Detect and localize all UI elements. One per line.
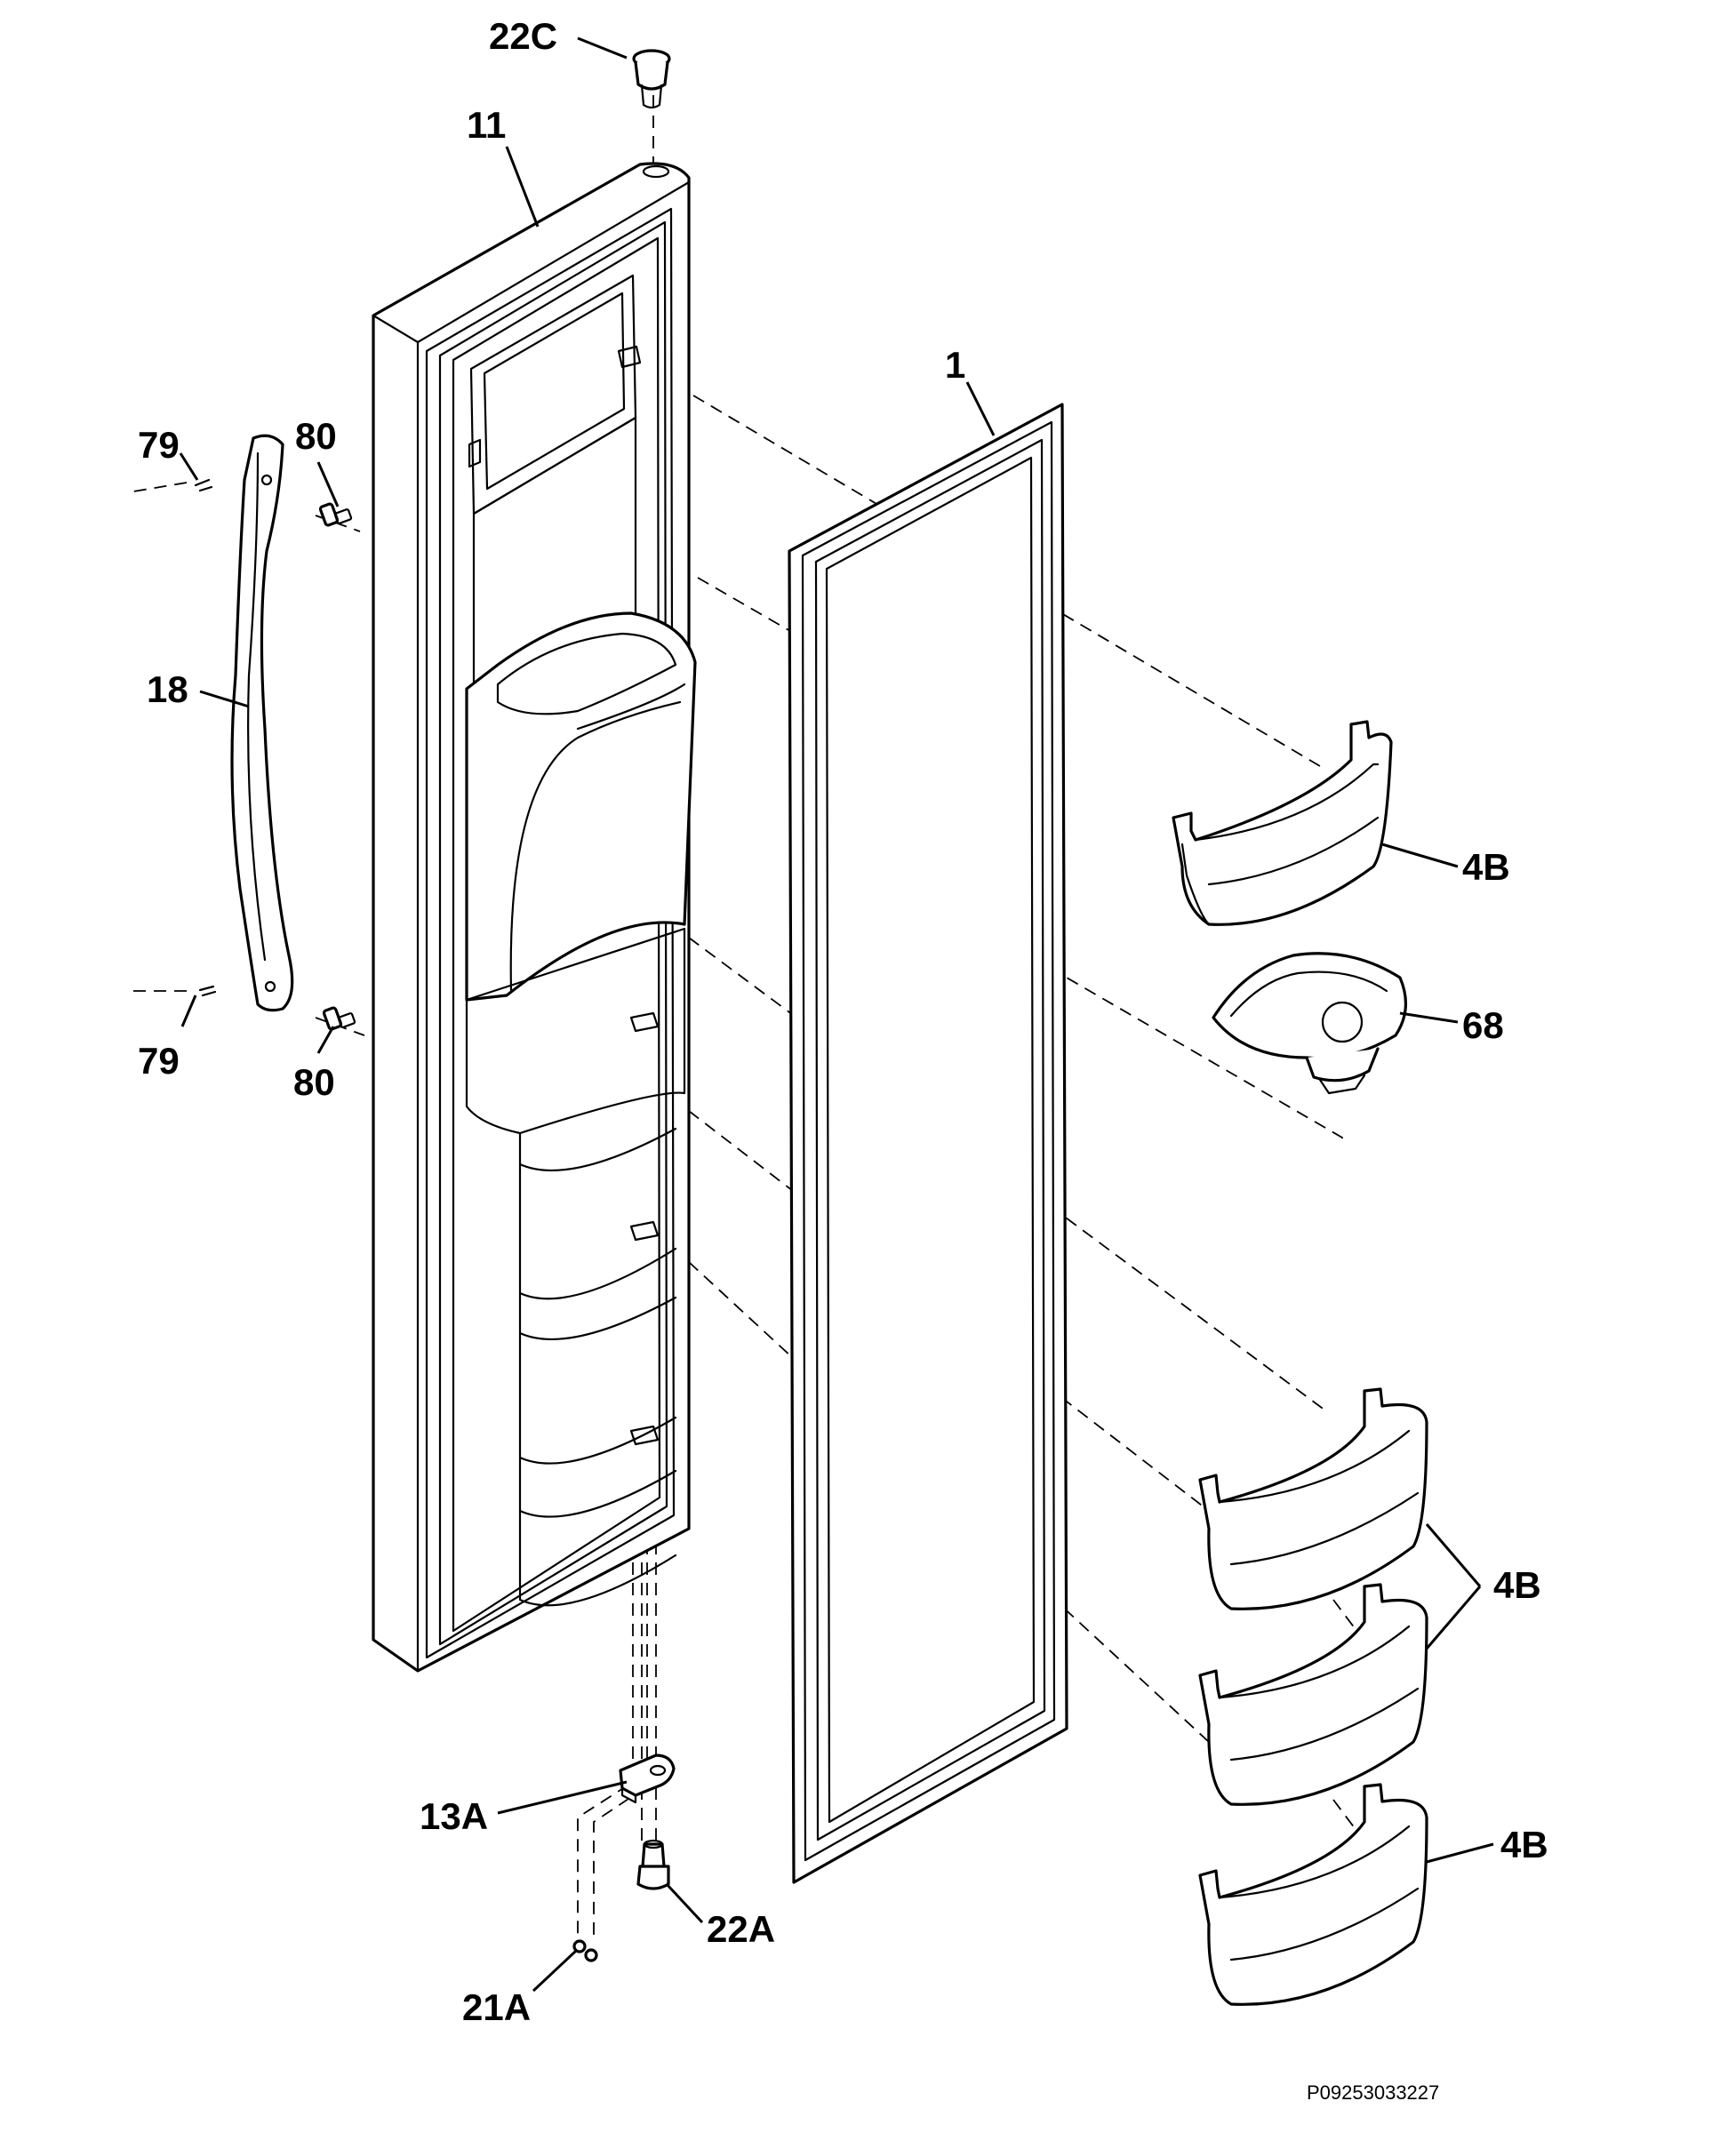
callout-79-top: 79 bbox=[138, 424, 180, 466]
bottom-screws bbox=[572, 1939, 598, 1962]
callout-1: 1 bbox=[945, 344, 965, 386]
top-bushing bbox=[632, 49, 671, 109]
callout-4b-top: 4B bbox=[1462, 846, 1510, 888]
callout-21a: 21A bbox=[462, 1986, 531, 2028]
bottom-hinge-bracket bbox=[619, 1754, 676, 1804]
stud-top bbox=[318, 502, 353, 527]
callout-22a: 22A bbox=[707, 1908, 775, 1950]
stud-bottom bbox=[322, 1006, 356, 1031]
callout-4b-middle: 4B bbox=[1493, 1564, 1541, 1606]
bin-middle-2 bbox=[1198, 1583, 1428, 1806]
bin-top bbox=[1172, 720, 1393, 926]
callout-80-top: 80 bbox=[295, 415, 337, 457]
door-assembly bbox=[372, 162, 697, 1673]
bin-bottom bbox=[1198, 1783, 1428, 2006]
callout-4b-bottom: 4B bbox=[1500, 1824, 1548, 1865]
catalog-number: P09253033227 bbox=[1307, 2081, 1439, 2104]
callout-68: 68 bbox=[1462, 1004, 1504, 1046]
door-handle bbox=[194, 434, 356, 1031]
leader-lines bbox=[179, 36, 1494, 1993]
callout-80-bottom: 80 bbox=[293, 1061, 335, 1103]
funnel bbox=[1212, 952, 1408, 1095]
callout-18: 18 bbox=[147, 668, 188, 710]
door-gasket bbox=[788, 403, 1068, 1884]
callout-22c: 22C bbox=[489, 15, 557, 57]
callout-79-bottom: 79 bbox=[138, 1040, 180, 1082]
callout-13a: 13A bbox=[420, 1795, 488, 1837]
callout-11: 11 bbox=[467, 104, 506, 146]
assembly-dashed-lines bbox=[132, 89, 1361, 1942]
callout-labels: 22C 11 1 79 80 18 4B 68 79 80 4B 13A 4B … bbox=[138, 15, 1548, 2028]
bin-middle-1 bbox=[1198, 1387, 1428, 1610]
bottom-bushing bbox=[636, 1839, 670, 1890]
